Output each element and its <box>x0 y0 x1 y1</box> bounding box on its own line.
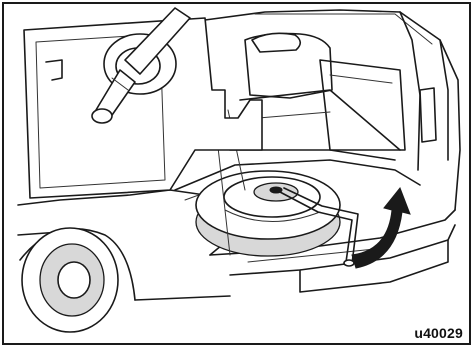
rotation-arrow-icon <box>351 187 411 269</box>
inset-detail <box>23 7 263 199</box>
figure-border <box>2 2 471 345</box>
figure-code: u40029 <box>414 325 463 341</box>
vehicle-body <box>17 9 461 333</box>
rear-seat <box>229 32 406 161</box>
